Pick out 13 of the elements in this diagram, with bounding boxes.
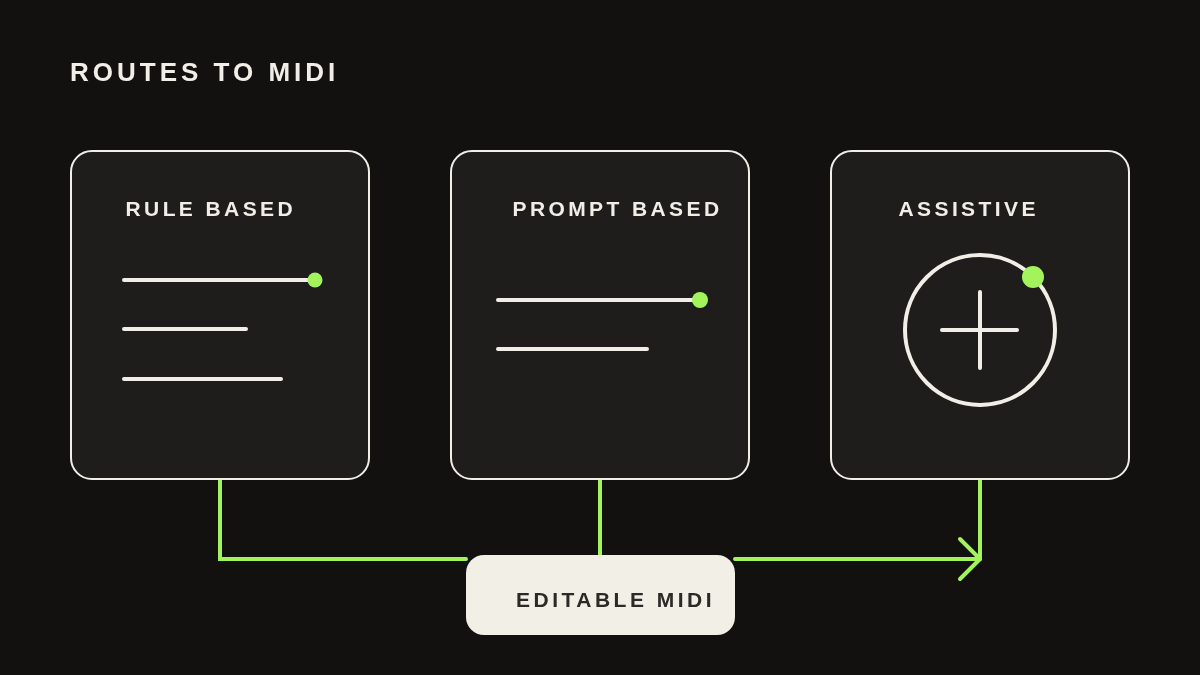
connector-line <box>598 478 602 557</box>
arrow <box>733 537 982 581</box>
route-card <box>450 150 750 480</box>
route-card <box>830 150 1130 480</box>
diagram-title: ROUTES TO MIDI <box>70 57 340 89</box>
card-title: ASSISTIVE <box>898 196 1039 222</box>
pill-label: EDITABLE MIDI <box>516 587 716 613</box>
connector-line <box>978 478 982 561</box>
card-title: RULE BASED <box>125 196 296 222</box>
route-card <box>70 150 370 480</box>
output-pill <box>466 555 735 635</box>
card-title: PROMPT BASED <box>512 196 723 222</box>
connector-line <box>218 478 468 561</box>
